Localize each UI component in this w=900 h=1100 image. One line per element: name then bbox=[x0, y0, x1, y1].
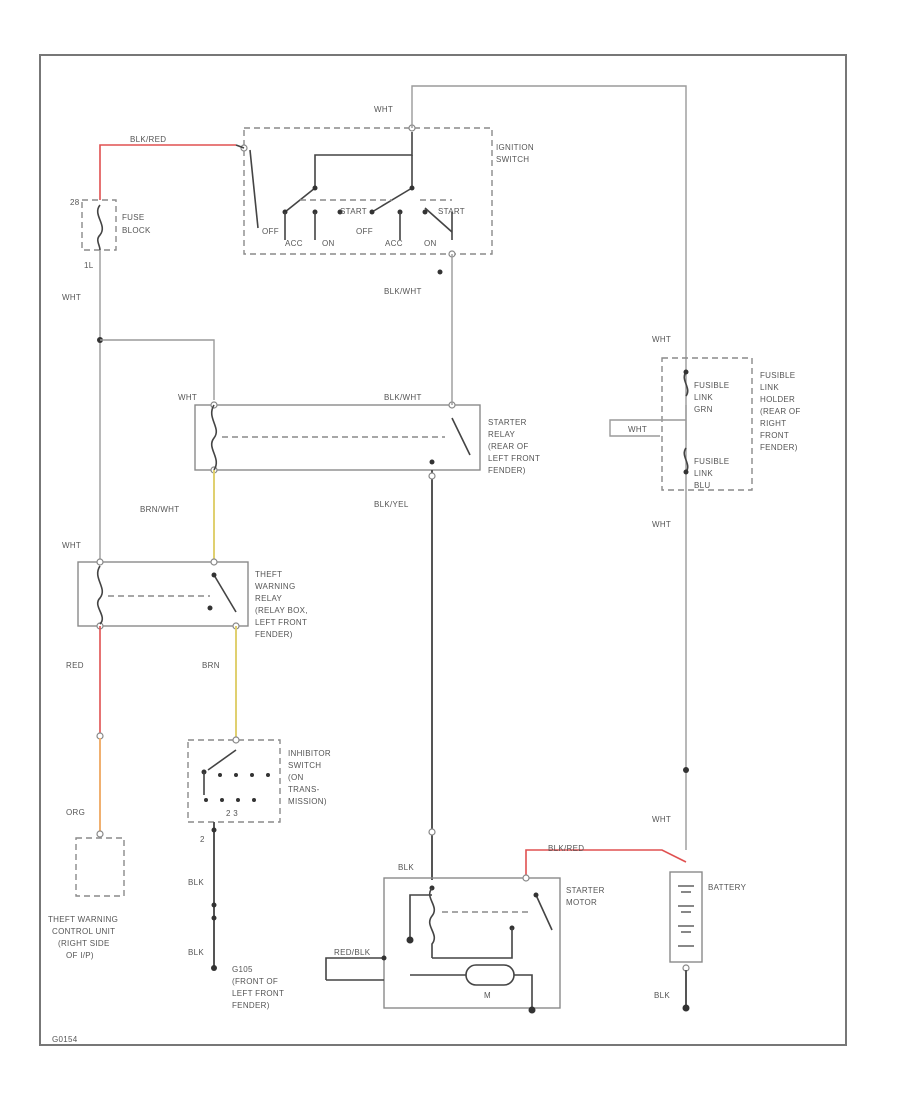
fusible-wire-side-label: WHT bbox=[628, 425, 647, 434]
starter-relay-line-3: (REAR OF bbox=[488, 442, 529, 451]
theft-warning-relay: WHT THEFT WARNING RELAY (RELAY BOX, LEFT… bbox=[62, 541, 308, 639]
starter-relay-line-2: RELAY bbox=[488, 430, 516, 439]
fusible-holder-line-7: FENDER) bbox=[760, 443, 798, 452]
inhibitor-pin-bottom-label: 2 bbox=[200, 835, 205, 844]
ground-line-4: FENDER) bbox=[232, 1001, 270, 1010]
starter-relay-wire-contact-label: BLK/WHT bbox=[384, 393, 422, 402]
starter-relay: WHT BLK/WHT STARTER RELAY (REAR OF LEFT … bbox=[178, 254, 540, 880]
inhibitor-wire-out-1-label: BLK bbox=[188, 878, 204, 887]
theft-relay-line-6: FENDER) bbox=[255, 630, 293, 639]
starter-relay-line-1: STARTER bbox=[488, 418, 527, 427]
inhibitor-line-3: (ON bbox=[288, 773, 304, 782]
ignition-pos-acc-2: ACC bbox=[385, 239, 403, 248]
ignition-pos-acc-1: ACC bbox=[285, 239, 303, 248]
ignition-pos-on-1: ON bbox=[322, 239, 335, 248]
battery-label: BATTERY bbox=[708, 883, 747, 892]
theft-warning-control-unit: THEFT WARNING CONTROL UNIT (RIGHT SIDE O… bbox=[48, 837, 125, 960]
fusible-wire-bottom-label: WHT bbox=[652, 520, 671, 529]
ignition-switch: WHT IGNITION SWITCH OFF ACC START ON OFF… bbox=[240, 105, 534, 296]
theft-relay-line-5: LEFT FRONT bbox=[255, 618, 307, 627]
battery: WHT BATTERY BLK bbox=[652, 767, 747, 1012]
theft-control-line-3: (RIGHT SIDE bbox=[58, 939, 110, 948]
ignition-wire-out-label: BLK/WHT bbox=[384, 287, 422, 296]
ground-g105: G105 (FRONT OF LEFT FRONT FENDER) bbox=[232, 965, 284, 1010]
fusible-link-2-line-2: LINK bbox=[694, 469, 713, 478]
battery-wire-top-label: WHT bbox=[652, 815, 671, 824]
starter-relay-line-4: LEFT FRONT bbox=[488, 454, 540, 463]
ignition-switch-name-2: SWITCH bbox=[496, 155, 529, 164]
theft-control-line-4: OF I/P) bbox=[66, 951, 94, 960]
diagram-frame bbox=[39, 54, 847, 1046]
fuse-block-name-2: BLOCK bbox=[122, 226, 151, 235]
theft-relay-wire-red-label: RED bbox=[66, 661, 84, 670]
fusible-link-1-line-3: GRN bbox=[694, 405, 713, 414]
fuse-pin-label: 28 bbox=[70, 198, 80, 207]
inhibitor-line-1: INHIBITOR bbox=[288, 749, 331, 758]
starter-motor-wire-field-label: RED/BLK bbox=[334, 948, 371, 957]
starter-motor-wire-battery-label: BLK/RED bbox=[548, 844, 584, 853]
inhibitor-pins-label: 2 3 bbox=[226, 809, 238, 818]
fuse-block: BLK/RED 28 FUSE BLOCK 1L WHT bbox=[62, 135, 245, 560]
fusible-holder-line-5: RIGHT bbox=[760, 419, 786, 428]
starter-motor: BLK BLK/RED RED/BLK M STARTER MOTOR bbox=[325, 844, 687, 1014]
starter-relay-wire-in-label: WHT bbox=[178, 393, 197, 402]
theft-relay-wire-brn-label: BRN bbox=[202, 661, 220, 670]
ignition-pos-start-2: START bbox=[438, 207, 465, 216]
theft-relay-line-4: (RELAY BOX, bbox=[255, 606, 308, 615]
wire-blk-red-battery bbox=[525, 849, 687, 878]
inhibitor-wire-out-2-label: BLK bbox=[188, 948, 204, 957]
theft-relay-line-3: RELAY bbox=[255, 594, 283, 603]
ground-line-3: LEFT FRONT bbox=[232, 989, 284, 998]
wire-wht-top bbox=[411, 85, 687, 850]
fusible-holder-line-4: (REAR OF bbox=[760, 407, 801, 416]
fusible-link-2-line-3: BLU bbox=[694, 481, 710, 490]
inhibitor-line-4: TRANS- bbox=[288, 785, 320, 794]
fusible-holder-line-3: HOLDER bbox=[760, 395, 795, 404]
theft-relay-line-2: WARNING bbox=[255, 582, 295, 591]
fusible-link-1-line-1: FUSIBLE bbox=[694, 381, 729, 390]
fuse-wire-in-label: BLK/RED bbox=[130, 135, 166, 144]
fuse-pin-bottom-label: 1L bbox=[84, 261, 94, 270]
theft-control-line-2: CONTROL UNIT bbox=[52, 927, 115, 936]
theft-relay-line-1: THEFT bbox=[255, 570, 282, 579]
inhibitor-line-2: SWITCH bbox=[288, 761, 321, 770]
theft-relay-wire-in-label: WHT bbox=[62, 541, 81, 550]
starter-motor-label-1: STARTER bbox=[566, 886, 605, 895]
inhibitor-switch: 2 3 INHIBITOR SWITCH (ON TRANS- MISSION)… bbox=[187, 736, 331, 971]
ignition-pos-off-2: OFF bbox=[356, 227, 373, 236]
ignition-pos-off-1: OFF bbox=[262, 227, 279, 236]
fusible-link-2-line-1: FUSIBLE bbox=[694, 457, 729, 466]
theft-control-wire-in-label: ORG bbox=[66, 808, 85, 817]
fusible-wire-top-label: WHT bbox=[652, 335, 671, 344]
figure-id: G0154 bbox=[52, 1035, 78, 1044]
fuse-block-name-1: FUSE bbox=[122, 213, 145, 222]
ignition-pos-start-1: START bbox=[340, 207, 367, 216]
theft-control-line-1: THEFT WARNING bbox=[48, 915, 118, 924]
fusible-link-1-line-2: LINK bbox=[694, 393, 713, 402]
fusible-holder-line-6: FRONT bbox=[760, 431, 789, 440]
starter-motor-m-label: M bbox=[484, 991, 491, 1000]
ignition-wire-top-label: WHT bbox=[374, 105, 393, 114]
starter-motor-label-2: MOTOR bbox=[566, 898, 597, 907]
battery-wire-ground-label: BLK bbox=[654, 991, 670, 1000]
starter-relay-line-5: FENDER) bbox=[488, 466, 526, 475]
fusible-holder-line-2: LINK bbox=[760, 383, 779, 392]
fusible-link-holder: WHT WHT FUSIBLE LINK GRN FUSIBLE LINK BL… bbox=[609, 335, 801, 529]
ignition-switch-name-1: IGNITION bbox=[496, 143, 534, 152]
starter-motor-wire-in-label: BLK bbox=[398, 863, 414, 872]
starter-relay-wire-out-label: BLK/YEL bbox=[374, 500, 409, 509]
ground-line-1: G105 bbox=[232, 965, 253, 974]
wire-blk-red-to-fuse bbox=[99, 144, 236, 200]
ground-line-2: (FRONT OF bbox=[232, 977, 278, 986]
fuse-wire-out-label: WHT bbox=[62, 293, 81, 302]
theft-relay-wire-coil-label: BRN/WHT bbox=[140, 505, 179, 514]
ignition-pos-on-2: ON bbox=[424, 239, 437, 248]
inhibitor-line-5: MISSION) bbox=[288, 797, 327, 806]
fusible-holder-line-1: FUSIBLE bbox=[760, 371, 795, 380]
